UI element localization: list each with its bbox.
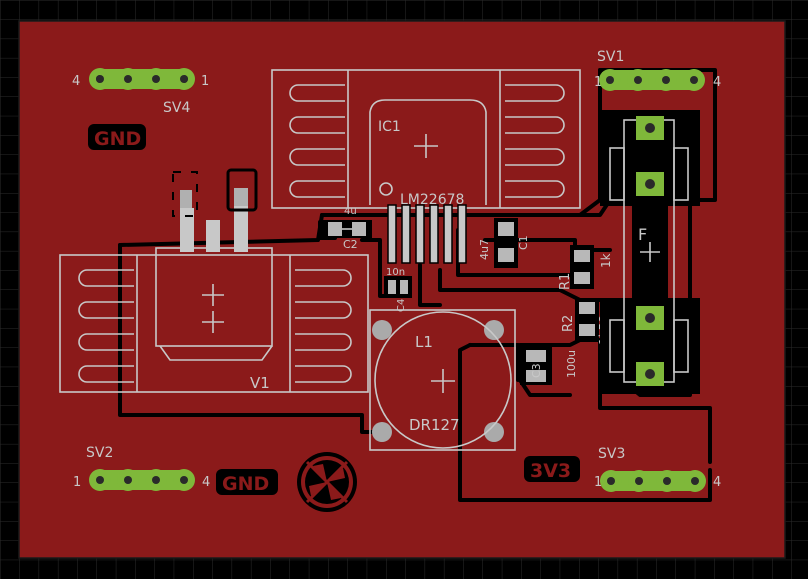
- svg-text:1: 1: [73, 475, 81, 490]
- gnd-label-bottom: GND: [216, 469, 278, 495]
- svg-text:L1: L1: [415, 333, 433, 351]
- svg-text:4: 4: [713, 75, 721, 90]
- svg-text:C2: C2: [343, 238, 358, 251]
- header-sv4: 4 1 SV4: [72, 68, 209, 116]
- resistor-r1: R1 1k: [558, 245, 613, 290]
- capacitor-c1: 4u7 C1: [478, 218, 530, 268]
- svg-text:SV1: SV1: [597, 49, 624, 65]
- svg-text:SV3: SV3: [598, 446, 625, 462]
- fan-logo-icon: [297, 452, 357, 512]
- svg-text:SV4: SV4: [163, 100, 190, 116]
- capacitor-c4: 10n C4: [384, 267, 412, 312]
- capacitor-c3: C3 100u: [520, 345, 578, 385]
- svg-text:V1: V1: [250, 374, 270, 392]
- svg-text:4: 4: [713, 475, 721, 490]
- svg-text:LM22678: LM22678: [400, 192, 464, 208]
- v3v3-label: 3V3: [524, 456, 580, 482]
- svg-text:1: 1: [594, 75, 602, 90]
- svg-text:R1: R1: [558, 273, 573, 290]
- fuse-f: F: [600, 110, 700, 394]
- gnd-label-top: GND: [88, 124, 146, 150]
- svg-text:1: 1: [201, 74, 209, 89]
- l1-inductor: L1 DR127: [369, 309, 516, 451]
- svg-text:F: F: [638, 225, 647, 244]
- svg-text:C3: C3: [530, 363, 543, 378]
- header-sv2: SV2 1 4: [73, 445, 210, 491]
- svg-text:1: 1: [594, 475, 602, 490]
- svg-text:SV2: SV2: [86, 445, 113, 461]
- svg-text:4u7: 4u7: [478, 239, 491, 260]
- svg-text:GND: GND: [222, 473, 269, 495]
- capacitor-c2: 4u C2: [322, 206, 372, 251]
- svg-text:C4: C4: [396, 299, 407, 312]
- svg-text:3V3: 3V3: [530, 460, 571, 482]
- svg-text:C1: C1: [517, 235, 530, 250]
- svg-text:1k: 1k: [599, 253, 613, 268]
- svg-text:4u: 4u: [344, 206, 357, 217]
- v1-footprint: V1: [59, 168, 369, 393]
- svg-text:R2: R2: [561, 315, 576, 332]
- svg-text:DR127: DR127: [409, 416, 460, 434]
- svg-text:4: 4: [72, 74, 80, 89]
- ic1-footprint: IC1 LM22678: [271, 69, 581, 264]
- svg-text:100u: 100u: [565, 350, 578, 378]
- svg-text:4: 4: [202, 475, 210, 490]
- svg-text:GND: GND: [94, 128, 141, 150]
- header-sv3: SV3 1 4: [594, 446, 721, 492]
- svg-text:10n: 10n: [386, 267, 405, 278]
- svg-text:IC1: IC1: [378, 119, 401, 135]
- header-sv1: SV1 1 4: [594, 49, 721, 91]
